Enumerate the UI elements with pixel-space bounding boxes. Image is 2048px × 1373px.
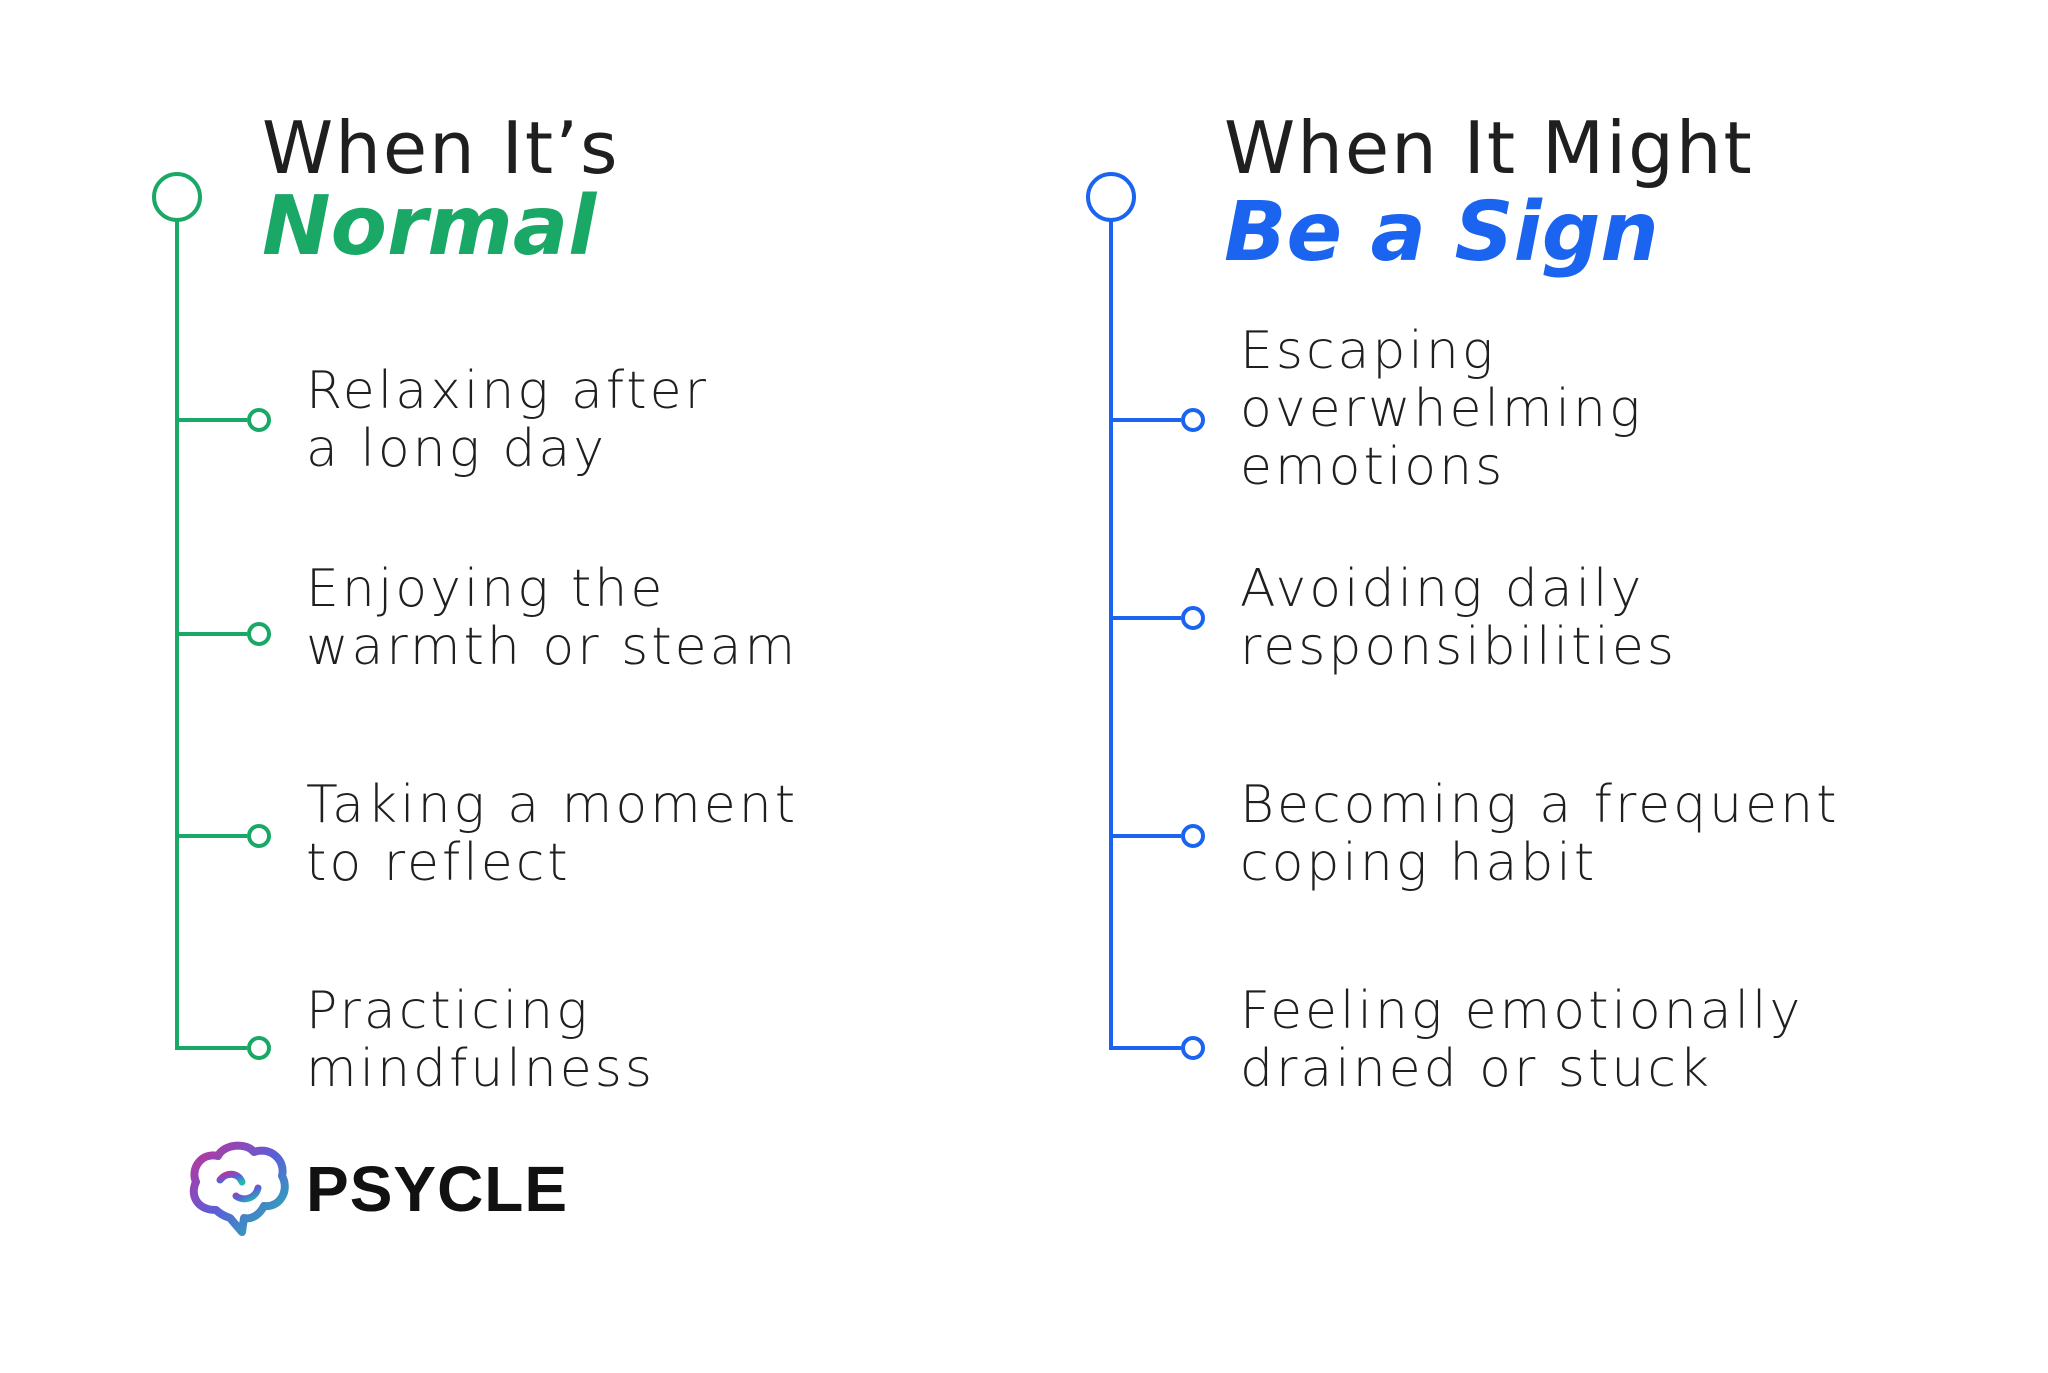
normal-item-2: Enjoying the warmth or steam	[306, 559, 799, 677]
sign-trunk	[1109, 220, 1113, 1050]
normal-item-node-2	[247, 622, 271, 646]
normal-item-node-3	[247, 824, 271, 848]
logo-text: PSYCLE	[306, 1153, 569, 1225]
sign-branch-4	[1109, 1046, 1181, 1050]
normal-item-4: Practicing mindfulness	[306, 981, 655, 1099]
normal-branch-2	[175, 632, 247, 636]
sign-item-node-4	[1181, 1036, 1205, 1060]
sign-top-node	[1086, 172, 1136, 222]
normal-branch-1	[175, 418, 247, 422]
normal-item-node-1	[247, 408, 271, 432]
normal-title-line2: Normal	[262, 179, 597, 274]
sign-item-node-1	[1181, 408, 1205, 432]
normal-title-line1: When It’s	[262, 106, 620, 190]
sign-title-line2: Be a Sign	[1224, 185, 1659, 280]
sign-title-line1: When It Might	[1224, 106, 1754, 190]
sign-item-4: Feeling emotionally drained or stuck	[1240, 981, 1804, 1099]
normal-item-3: Taking a moment to reflect	[306, 775, 799, 893]
sign-item-3: Becoming a frequent coping habit	[1240, 775, 1840, 893]
sign-branch-2	[1109, 616, 1181, 620]
sign-item-node-2	[1181, 606, 1205, 630]
brain-icon	[189, 1141, 289, 1236]
sign-item-node-3	[1181, 824, 1205, 848]
normal-branch-3	[175, 834, 247, 838]
sign-branch-3	[1109, 834, 1181, 838]
psycle-logo: PSYCLE	[186, 1140, 586, 1240]
sign-branch-1	[1109, 418, 1181, 422]
normal-item-node-4	[247, 1036, 271, 1060]
normal-item-1: Relaxing after a long day	[306, 361, 710, 479]
normal-branch-4	[175, 1046, 247, 1050]
sign-item-1: Escaping overwhelming emotions	[1240, 321, 1644, 497]
sign-item-2: Avoiding daily responsibilities	[1240, 559, 1677, 677]
